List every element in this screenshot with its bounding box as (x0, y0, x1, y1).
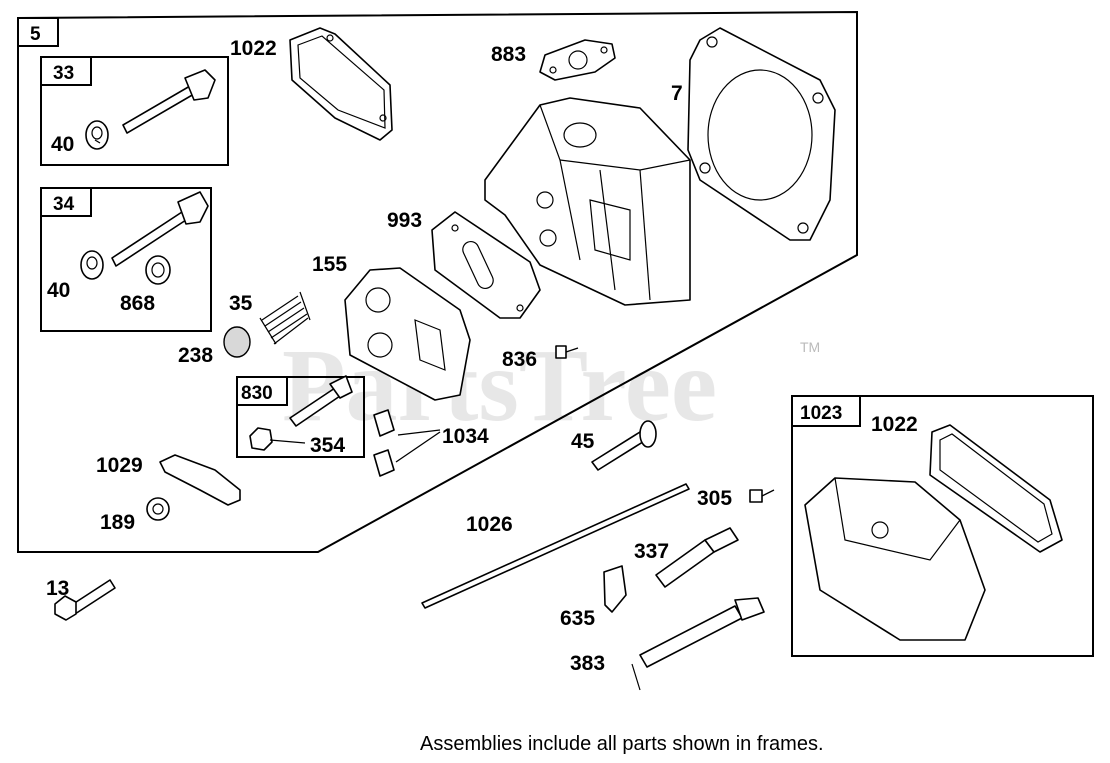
frame-34-label: 34 (53, 194, 75, 215)
cylinder-head-gasket-part (687, 27, 836, 241)
frame-1023-tag (791, 395, 861, 427)
screw-305-part (749, 489, 775, 503)
tappet-part (591, 420, 657, 471)
frame-5-tag (17, 17, 59, 47)
bolt-13-part (54, 579, 116, 621)
valve-retainer-part-a (85, 120, 109, 150)
label-part-1026: 1026 (466, 513, 513, 536)
leader-40a (94, 139, 101, 144)
label-part-1034: 1034 (442, 425, 489, 448)
label-part-305: 305 (697, 487, 732, 510)
push-rod-part (421, 483, 690, 609)
valve-cover-part (804, 477, 986, 641)
label-part-7: 7 (671, 82, 683, 105)
valve-cover-gasket-part-b (929, 424, 1063, 553)
label-part-635: 635 (560, 607, 595, 630)
valve-cover-gasket-part (289, 27, 393, 141)
frame-34-tag (40, 187, 92, 217)
label-part-189: 189 (100, 511, 135, 534)
breather-gasket-part (431, 211, 541, 319)
label-part-354: 354 (310, 434, 345, 457)
rocker-arm-nut-part (146, 497, 170, 521)
cylinder-head-part (484, 97, 691, 306)
frame-34-outline (40, 187, 212, 332)
valve-seal-part (145, 255, 171, 285)
screw-836-part (555, 345, 579, 359)
frame-5-outline (17, 10, 858, 553)
frame-33-tag (40, 56, 92, 86)
valve-spring-part (259, 291, 311, 345)
label-part-238: 238 (178, 344, 213, 367)
label-part-383: 383 (570, 652, 605, 675)
label-part-1029: 1029 (96, 454, 143, 477)
label-part-836: 836 (502, 348, 537, 371)
label-part-40-b: 40 (47, 279, 70, 302)
label-part-13: 13 (46, 577, 69, 600)
frame-830-tag (236, 376, 288, 406)
breather-plate-part (344, 267, 471, 401)
label-part-1022: 1022 (230, 37, 277, 60)
frame-33-outline (40, 56, 229, 166)
frame-1023-outline (791, 395, 1094, 657)
exhaust-valve-part (122, 69, 216, 134)
intake-gasket-part (539, 39, 616, 81)
intake-valve-part (111, 191, 209, 267)
label-part-40: 40 (51, 133, 74, 156)
leader-1034b (395, 431, 441, 463)
rocker-arm-part (159, 454, 241, 506)
frame-33-label: 33 (53, 63, 74, 84)
label-part-993: 993 (387, 209, 422, 232)
valve-cap-part (223, 326, 251, 358)
spark-plug-part (655, 527, 739, 588)
label-part-868: 868 (120, 292, 155, 315)
valve-retainer-part-b (80, 250, 104, 280)
label-part-45: 45 (571, 430, 595, 453)
footer-note: Assemblies include all parts shown in fr… (420, 733, 824, 755)
label-part-883: 883 (491, 43, 526, 66)
watermark-trademark: TM (800, 339, 820, 355)
frame-1023-label: 1023 (800, 403, 842, 424)
rocker-stud-part (289, 375, 353, 427)
leader-354 (269, 439, 306, 444)
label-part-337: 337 (634, 540, 669, 563)
leader-1034a (397, 429, 441, 436)
spark-plug-boot-part (603, 565, 627, 613)
label-part-1022-b: 1022 (871, 413, 918, 436)
guide-plate-part (373, 409, 395, 477)
label-part-35: 35 (229, 292, 253, 315)
spark-plug-wrench-part (631, 597, 765, 691)
frame-830-outline (236, 376, 365, 458)
frame-5-label: 5 (30, 24, 41, 45)
rocker-nut-part (249, 427, 273, 451)
label-part-155: 155 (312, 253, 347, 276)
frame-830-label: 830 (241, 383, 273, 404)
